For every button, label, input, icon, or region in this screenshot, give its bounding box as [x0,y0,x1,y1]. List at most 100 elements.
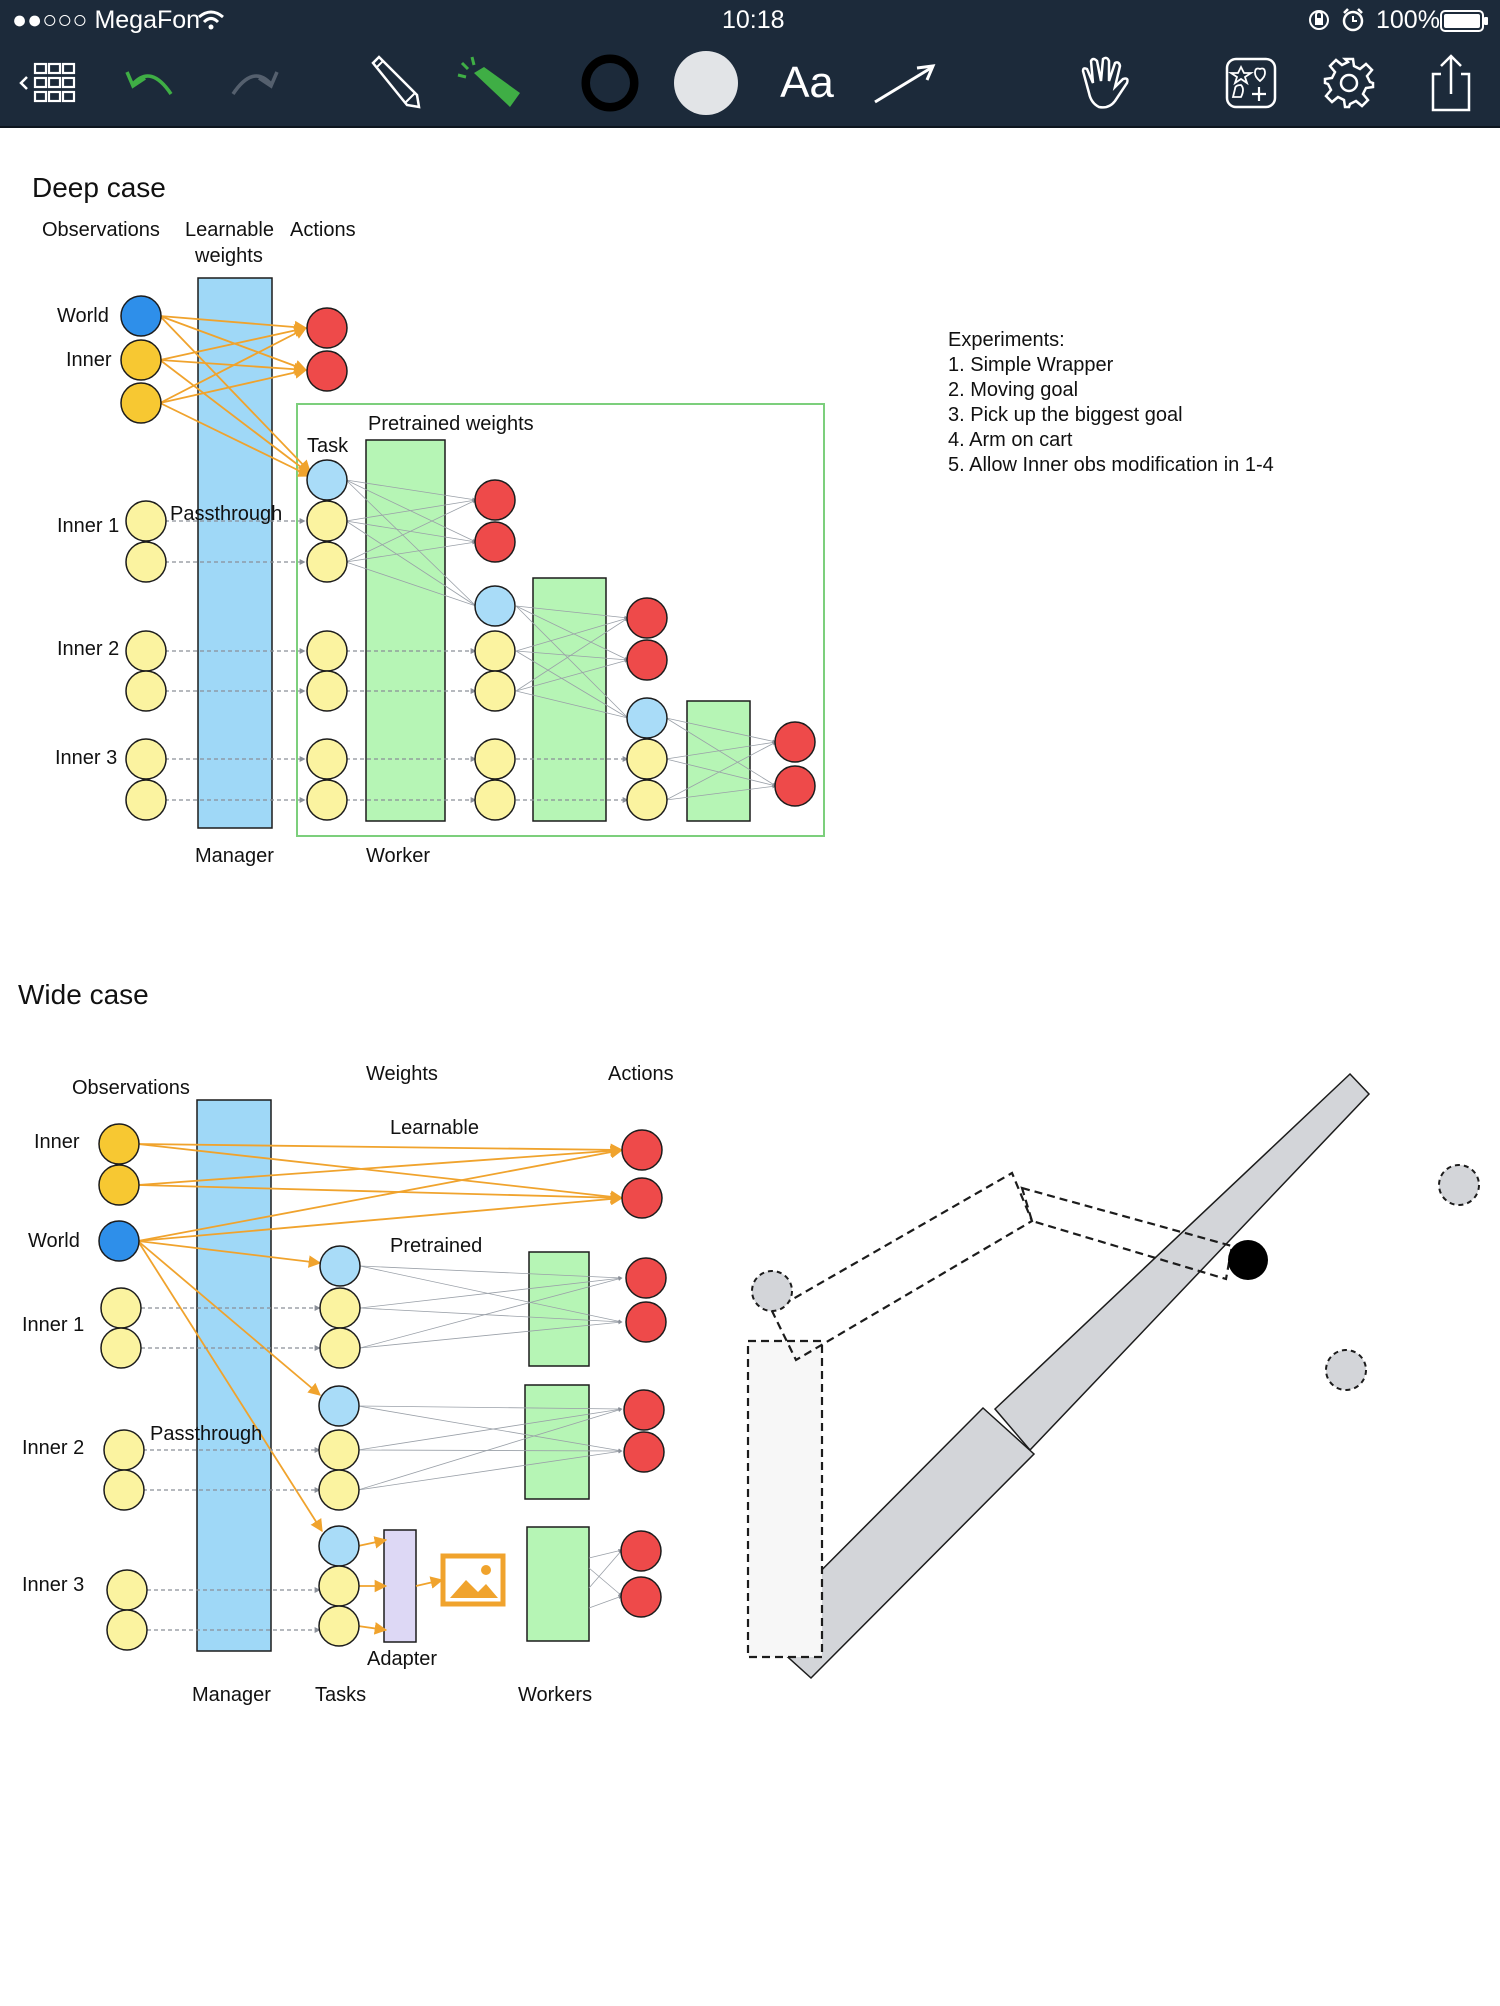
goal-marker [751,1270,793,1312]
inner2-node [125,630,167,672]
wide-action-nodes [620,1129,667,1618]
world-observation-node [120,295,162,337]
worker-bar-1 [365,439,446,822]
arm-lower-segment [758,1406,1036,1680]
arrow-tool-icon [874,64,936,104]
wide-adapter-label: Adapter [367,1648,437,1670]
wide-passthrough-label: Passthrough [150,1423,262,1445]
deep-weights-label: weights [194,245,263,267]
wifi-icon [198,10,224,30]
adapter-bar [383,1529,417,1643]
experiment-item: 4. Arm on cart [948,429,1073,451]
stroke-color-icon [581,54,639,112]
wide-tasks-label: Tasks [315,1684,366,1706]
deep-learnable-label: Learnable [185,219,274,241]
stickers-button[interactable] [1218,40,1284,126]
manager-bar [197,277,273,829]
wide-case-title: Wide case [18,979,149,1010]
wide-inner1-label: Inner 1 [22,1314,84,1336]
wide-task-nodes [318,1245,361,1647]
pencil-tool-button[interactable] [362,40,428,126]
arm-effector-node [1228,1240,1268,1280]
goal-markers [751,1164,1480,1391]
experiments-heading: Experiments: [948,329,1065,351]
wide-inner2-label: Inner 2 [22,1437,84,1459]
experiments-list: Experiments: 1. Simple Wrapper 2. Moving… [948,329,1274,476]
wide-inner3-label: Inner 3 [22,1574,84,1596]
alarm-icon [1342,8,1364,32]
toolbar: Aa [0,40,1500,128]
wide-actions-label: Actions [608,1063,674,1085]
deep-case-title: Deep case [32,172,166,203]
hand-tool-button[interactable] [1072,40,1138,126]
learnable-arrows [159,315,312,477]
stroke-color-button[interactable] [572,40,648,126]
arm-on-cart-sketch [746,1072,1480,1680]
highlighter-tool-button[interactable] [452,40,528,126]
inner3-node [125,738,167,780]
settings-button[interactable] [1316,40,1382,126]
text-tool-button[interactable]: Aa [772,40,842,126]
worker-bar-2 [532,577,607,822]
wide-observations-label: Observations [72,1077,190,1099]
wide-worker-bar-3 [526,1526,590,1642]
deep-pretrained-label: Pretrained weights [368,413,534,435]
fill-color-button[interactable] [668,40,744,126]
arm-upper-segment [993,1072,1371,1452]
redo-button[interactable] [220,40,286,126]
wide-passthrough-lines [141,1305,321,1633]
wide-worker-bar-1 [528,1251,590,1367]
share-icon [1431,54,1471,112]
wide-observation-nodes [98,1123,148,1651]
image-placeholder-icon [440,1553,506,1607]
arm-ghost-outline [746,1171,1234,1659]
deep-inner1-label: Inner 1 [57,515,119,537]
experiment-item: 5. Allow Inner obs modification in 1-4 [948,454,1274,476]
deep-actions-label: Actions [290,219,356,241]
worker3-input-nodes [626,597,668,821]
highlighter-icon [457,56,520,107]
grid-back-icon [19,62,76,103]
deep-manager-label: Manager [195,845,274,867]
inner-observation-node [120,382,162,424]
rotation-lock-icon [1309,10,1329,30]
undo-icon [125,71,173,95]
inner-observation-node [120,339,162,381]
clock: 10:18 [722,6,785,34]
share-button[interactable] [1418,40,1484,126]
deep-passthrough-label: Passthrough [170,503,282,525]
deep-case-diagram: Deep case Observations Learnable weights… [32,172,825,867]
goal-marker [1325,1349,1367,1391]
deep-inner-label: Inner [66,349,112,371]
inner1-node [125,500,167,542]
worker1-input-nodes [306,459,348,821]
deep-inner2-label: Inner 2 [57,638,119,660]
wide-manager-bar [196,1099,272,1652]
wide-world-label: World [28,1230,80,1252]
wide-workers-label: Workers [518,1684,592,1706]
deep-observation-nodes [120,295,167,821]
undo-button[interactable] [118,40,184,126]
task-node [306,459,348,501]
settings-icon [1323,57,1375,109]
pencil-icon [371,55,421,109]
wide-inner-label: Inner [34,1131,80,1153]
manager-action-nodes [306,307,348,392]
wide-learnable-arrows [137,1143,624,1635]
hand-icon [1081,56,1129,109]
carrier-label: ●●○○○ MegaFon [12,6,201,34]
deep-world-label: World [57,305,109,327]
inner2-node [125,670,167,712]
deep-observations-label: Observations [42,219,160,241]
arrow-tool-button[interactable] [866,40,942,126]
drawing-canvas[interactable]: Deep case Observations Learnable weights… [0,128,1500,2001]
worker-frame [296,403,825,837]
inner3-node [125,779,167,821]
wide-manager-label: Manager [192,1684,271,1706]
worker-connections [345,479,777,801]
worker3-action-nodes [774,721,816,807]
grid-back-button[interactable] [10,40,86,126]
experiment-item: 3. Pick up the biggest goal [948,404,1183,426]
worker2-input-nodes [474,479,516,821]
battery-label: 100% [1376,6,1440,34]
